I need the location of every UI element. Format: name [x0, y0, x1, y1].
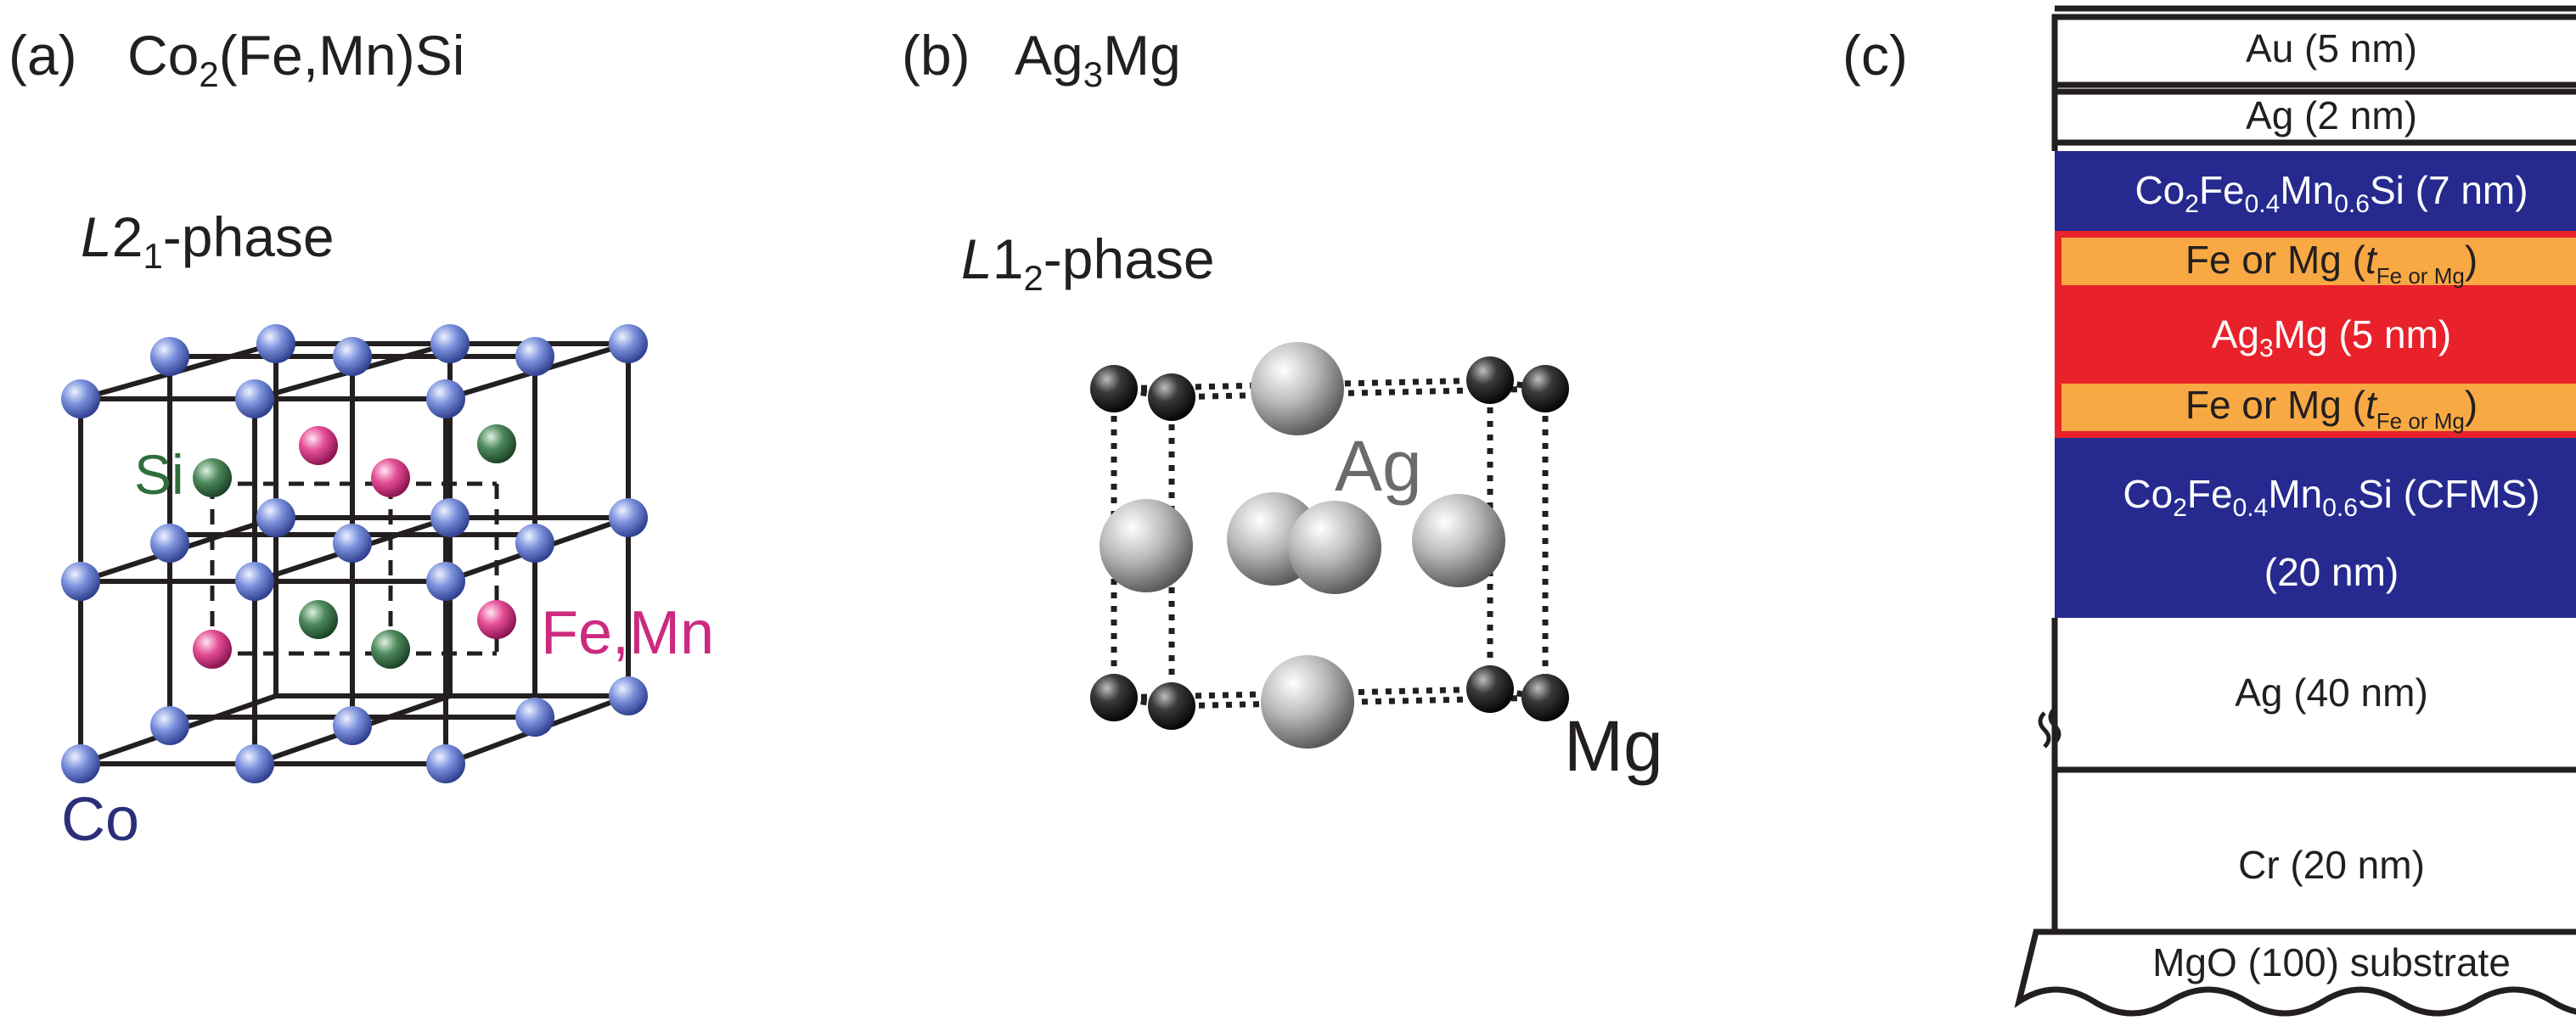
si-atom — [477, 424, 516, 463]
layer-au — [2051, 14, 2576, 88]
femn-atom — [299, 426, 338, 465]
co-atom — [256, 498, 295, 537]
layer-fe-mg-insert-top — [2055, 231, 2576, 292]
co-atom — [426, 379, 465, 418]
layer-stack — [2051, 5, 2576, 942]
femn-atom — [371, 458, 410, 497]
layer-cfms-top-label: Co2Fe0.4Mn0.6Si (7 nm) — [2134, 168, 2528, 218]
si-atom — [371, 630, 410, 669]
co-atom — [426, 744, 465, 783]
ag-atom — [1100, 499, 1193, 592]
co-atom — [150, 337, 189, 376]
co-atom — [515, 524, 554, 563]
co-atom — [333, 337, 372, 376]
mg-atom — [1521, 674, 1569, 721]
mg-atom — [1466, 356, 1514, 404]
co-atom — [430, 324, 470, 363]
panel-a-label: (a) — [8, 24, 77, 87]
ag-atom — [1251, 342, 1344, 435]
mg-atom — [1148, 373, 1195, 421]
co-atom — [61, 744, 100, 783]
co-atom — [256, 324, 295, 363]
mg-atom — [1148, 682, 1195, 730]
si-label: Si — [134, 443, 184, 506]
ag-atoms — [1100, 342, 1505, 749]
femn-atoms — [193, 426, 516, 669]
co-label: Co — [61, 786, 139, 854]
mg-atom — [1090, 674, 1138, 721]
si-atoms — [193, 424, 516, 669]
panel-b: (b) Ag3Mg L12-phase — [902, 24, 1663, 786]
layer-fe-mg-insert-bottom-label: Fe or Mg (tFe or Mg) — [2185, 383, 2478, 434]
layer-fe-mg-insert-top-label: Fe or Mg (tFe or Mg) — [2185, 238, 2478, 289]
mg-label: Mg — [1564, 706, 1663, 786]
panel-b-phase: L12-phase — [961, 227, 1215, 298]
layer-ag-cap-label: Ag (2 nm) — [2246, 93, 2417, 137]
co-atom — [61, 562, 100, 601]
layer-cfms-bottom — [2055, 438, 2576, 618]
layer-cr-label: Cr (20 nm) — [2238, 843, 2425, 887]
layer-ag-cap — [2051, 88, 2576, 146]
mg-atom — [1090, 365, 1138, 412]
co-atom — [333, 524, 372, 563]
co-atom — [150, 524, 189, 563]
co-atom — [609, 324, 648, 363]
panel-b-formula: Ag3Mg — [1015, 24, 1181, 94]
layer-cfms-bottom-label: Co2Fe0.4Mn0.6Si (CFMS) — [2123, 472, 2539, 522]
ag-atom — [1412, 494, 1505, 587]
layer-fe-mg-insert-bottom — [2055, 377, 2576, 438]
ag-atom — [1288, 501, 1381, 594]
layer-substrate-label: MgO (100) substrate — [2152, 940, 2511, 984]
mg-atom — [1466, 665, 1514, 713]
co-atom — [333, 706, 372, 745]
co-atom — [515, 337, 554, 376]
layer-ag-buffer-label: Ag (40 nm) — [2235, 670, 2428, 715]
co-atom — [235, 379, 274, 418]
panel-a: (a) Co2(Fe,Mn)Si L21-phase — [8, 24, 714, 854]
panel-c: (c) Au (5 nm) Ag (2 nm) — [1842, 5, 2576, 1017]
mg-atoms — [1090, 356, 1569, 730]
co-atom — [235, 562, 274, 601]
break-marks — [2038, 707, 2061, 749]
layer-ag3mg-label: Ag3Mg (5 nm) — [2212, 312, 2452, 362]
co-atoms — [61, 324, 648, 783]
si-atom — [299, 600, 338, 639]
mg-atom — [1521, 365, 1569, 412]
ag-atom — [1261, 655, 1354, 749]
co-atom — [235, 744, 274, 783]
panel-a-formula: Co2(Fe,Mn)Si — [127, 24, 464, 94]
femn-atom — [477, 600, 516, 639]
layer-cfms-bottom-thickness: (20 nm) — [2264, 550, 2399, 594]
co-atom — [430, 498, 470, 537]
layer-au-label: Au (5 nm) — [2246, 26, 2417, 70]
l21-internal-dashes — [210, 481, 499, 656]
femn-label: Fe,Mn — [541, 599, 714, 667]
co-atom — [61, 379, 100, 418]
panel-c-label: (c) — [1842, 24, 1908, 87]
panel-b-label: (b) — [902, 24, 970, 87]
co-atom — [426, 562, 465, 601]
layer-ag3mg — [2055, 292, 2576, 380]
femn-atom — [193, 630, 232, 669]
co-atom — [150, 706, 189, 745]
co-atom — [609, 498, 648, 537]
si-atom — [193, 458, 232, 497]
co-atom — [515, 698, 554, 737]
panel-a-phase: L21-phase — [81, 205, 335, 276]
layer-cfms-top — [2055, 151, 2576, 231]
layer-substrate — [2014, 928, 2576, 1017]
co-atom — [609, 676, 648, 715]
ag-label: Ag — [1335, 426, 1422, 506]
